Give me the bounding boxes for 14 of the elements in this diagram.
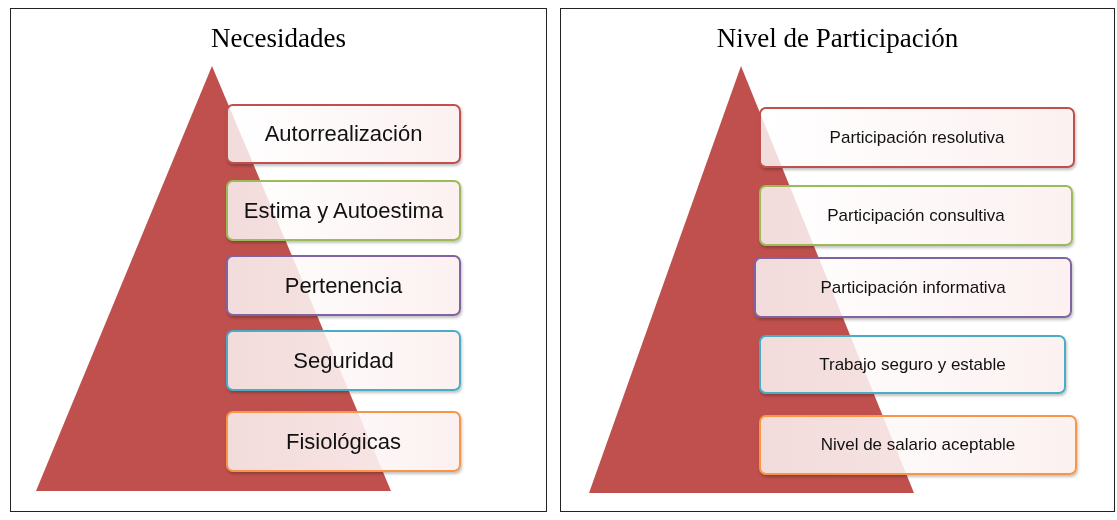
- level-box: Pertenencia: [226, 255, 461, 316]
- panel-frame: [10, 8, 547, 512]
- level-box: Participación resolutiva: [759, 107, 1075, 168]
- level-box: Fisiológicas: [226, 411, 461, 472]
- level-box: Seguridad: [226, 330, 461, 391]
- level-box: Estima y Autoestima: [226, 180, 461, 241]
- level-box: Nivel de salario aceptable: [759, 415, 1077, 475]
- level-box: Autorrealización: [226, 104, 461, 164]
- level-box: Participación informativa: [754, 257, 1072, 318]
- level-box: Trabajo seguro y estable: [759, 335, 1066, 394]
- level-box: Participación consultiva: [759, 185, 1073, 246]
- panel-frame: [560, 8, 1115, 512]
- panel-title: Nivel de Participación: [716, 23, 959, 54]
- panel-title: Necesidades: [211, 23, 346, 54]
